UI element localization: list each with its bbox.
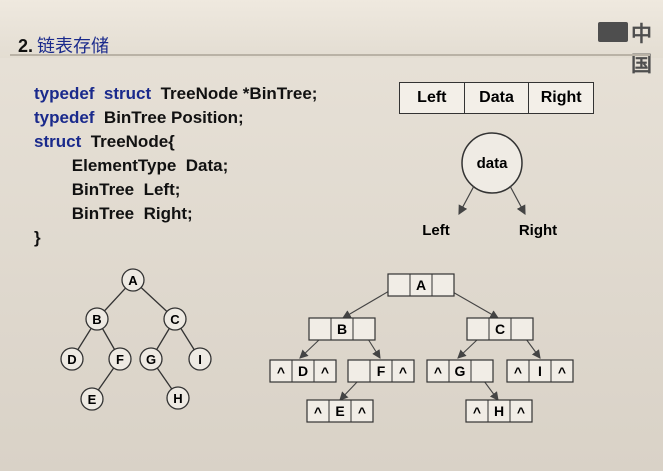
linked-node-F: F^ [347, 359, 415, 383]
tree-node-F: F [108, 347, 132, 371]
null-left: ^ [473, 404, 481, 420]
svg-text:G: G [146, 352, 156, 367]
svg-text:B: B [92, 312, 101, 327]
svg-text:H: H [494, 403, 504, 419]
null-right: ^ [321, 364, 329, 380]
tree-node-G: G [139, 347, 163, 371]
slide-title: 2.链表存储 [18, 32, 109, 58]
svg-text:C: C [170, 312, 180, 327]
field-left: Left [400, 83, 465, 113]
svg-text:D: D [298, 363, 308, 379]
right-label: Right [519, 222, 557, 239]
linked-node-I: ^ I ^ [506, 359, 574, 383]
null-right: ^ [517, 404, 525, 420]
svg-text:E: E [88, 392, 97, 407]
binary-tree [71, 279, 201, 400]
right-pointer-arrow [509, 185, 526, 216]
field-right: Right [540, 89, 582, 106]
svg-text:H: H [173, 391, 182, 406]
code-line: BinTree Right; [34, 204, 193, 223]
node-structure-box: Left Data Right [399, 82, 594, 114]
svg-text:F: F [116, 352, 124, 367]
linked-node-C: C [466, 317, 534, 341]
linked-tree-nodes: A B C ^D^ F^ ^G ^I^ ^E^ ^H^ [269, 273, 574, 423]
svg-text:I: I [198, 352, 202, 367]
linked-node-B: B [308, 317, 376, 341]
null-left: ^ [314, 404, 322, 420]
svg-text:D: D [67, 352, 76, 367]
code-text: BinTree Position; [103, 108, 244, 127]
null-left: ^ [277, 364, 285, 380]
logo-text: 中国 [631, 22, 652, 76]
brand-logo: 中国 [598, 18, 663, 76]
svg-text:F: F [377, 363, 386, 379]
code-line: ElementType Data; [34, 156, 229, 175]
null-right: ^ [358, 404, 366, 420]
tree-node-H: H [166, 386, 190, 410]
null-left: ^ [514, 364, 522, 380]
slide-header: 2.链表存储 中国 [0, 0, 663, 76]
code-keyword: struct [34, 132, 82, 151]
svg-text:I: I [538, 363, 542, 379]
code-block: typedef struct TreeNode *BinTree; typede… [34, 82, 317, 250]
code-keyword: typedef [34, 108, 95, 127]
binary-tree-nodes: A B C D F G I E H [60, 268, 212, 411]
linked-node-A: A [387, 273, 455, 297]
tree-node-D: D [60, 347, 84, 371]
tree-node-E: E [80, 387, 104, 411]
tree-node-C: C [163, 307, 187, 331]
null-left: ^ [434, 364, 442, 380]
svg-text:B: B [337, 321, 347, 337]
tree-node-I: I [188, 347, 212, 371]
linked-node-D: ^ D ^ [269, 359, 337, 383]
code-keyword: struct [103, 84, 152, 103]
svg-text:C: C [495, 321, 505, 337]
linked-node-E: ^ E ^ [306, 399, 374, 423]
svg-text:E: E [335, 403, 344, 419]
code-text: TreeNode{ [90, 132, 175, 151]
null-right: ^ [558, 364, 566, 380]
linked-node-G: ^G [426, 359, 494, 383]
code-keyword: typedef [34, 84, 95, 103]
code-line: } [34, 228, 41, 247]
data-circle-label: data [477, 155, 509, 172]
header-divider [10, 54, 650, 56]
book-icon [598, 22, 628, 42]
section-number: 2. [18, 36, 34, 56]
svg-text:A: A [416, 277, 426, 293]
field-data: Data [465, 83, 530, 113]
left-label: Left [422, 222, 450, 239]
tree-node-A: A [121, 268, 145, 292]
code-line: BinTree Left; [34, 180, 181, 199]
code-text: TreeNode *BinTree; [160, 84, 318, 103]
section-title: 链表存储 [37, 36, 110, 56]
linked-tree-edges [299, 286, 541, 401]
svg-text:G: G [455, 363, 466, 379]
data-circle [461, 132, 523, 194]
data-node-diagram: data Left Right [422, 132, 557, 239]
left-pointer-arrow [458, 185, 475, 216]
null-right: ^ [399, 364, 407, 380]
linked-node-H: ^ H ^ [465, 399, 533, 423]
tree-node-B: B [85, 307, 109, 331]
svg-text:A: A [128, 273, 138, 288]
